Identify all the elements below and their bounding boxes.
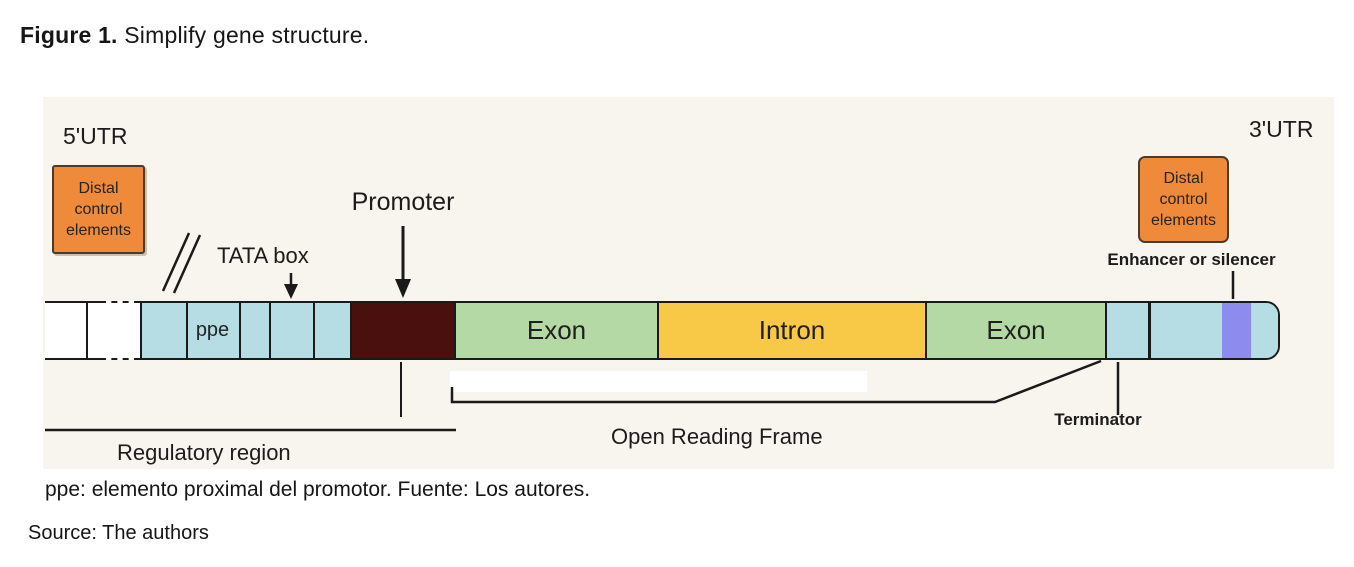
label-regulatory-region: Regulatory region <box>117 440 291 465</box>
segment-divider <box>313 303 315 358</box>
segment-proximal-region: ppe <box>142 303 350 358</box>
label-3utr: 3'UTR <box>1249 116 1314 142</box>
source-line: Source: The authors <box>28 522 209 544</box>
white-patch <box>450 371 867 392</box>
label-terminator: Terminator <box>1054 410 1142 429</box>
label-tata-box: TATA box <box>217 243 309 268</box>
segment-divider-thick <box>1148 303 1151 358</box>
figure-title-label: Figure 1. <box>20 22 118 48</box>
enhancer-silencer-block <box>1222 303 1251 358</box>
exon1-label: Exon <box>526 315 587 345</box>
segment-terminal-region <box>1105 303 1278 358</box>
label-promoter: Promoter <box>351 188 455 216</box>
segment-intron: Intron <box>657 303 925 358</box>
label-open-reading-frame: Open Reading Frame <box>611 424 823 449</box>
intron-label: Intron <box>758 315 826 345</box>
segment-ppe-label: ppe <box>195 319 230 341</box>
gene-bar-tail-break <box>100 301 140 360</box>
figure-title: Figure 1. Simplify gene structure. <box>20 22 369 49</box>
gene-bar: ppe Exon Intron Exon <box>140 301 1280 360</box>
label-enhancer-or-silencer: Enhancer or silencer <box>1107 250 1276 269</box>
segment-divider <box>186 303 188 358</box>
exon2-label: Exon <box>986 315 1046 345</box>
gene-bar-tail-divider <box>86 301 88 360</box>
gene-bar-tail <box>45 301 100 360</box>
label-5utr: 5'UTR <box>63 123 128 149</box>
segment-exon-2: Exon <box>925 303 1105 358</box>
caption-spanish: ppe: elemento proximal del promotor. Fue… <box>45 478 591 501</box>
segment-promoter <box>350 303 454 358</box>
segment-divider <box>239 303 241 358</box>
segment-exon-1: Exon <box>454 303 657 358</box>
figure-title-text: Simplify gene structure. <box>117 22 370 48</box>
distal-control-elements-right-box: Distal control elements <box>1138 156 1229 243</box>
segment-divider <box>269 303 271 358</box>
distal-control-elements-left-box: Distal control elements <box>52 165 145 254</box>
